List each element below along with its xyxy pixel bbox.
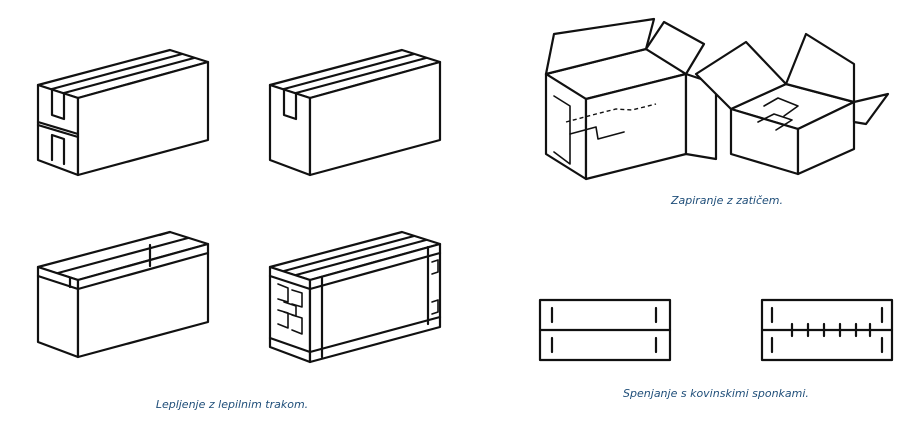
caption-tab: Zapiranje z zatičem. — [670, 194, 784, 207]
box-edge-tape-figure — [36, 230, 210, 359]
open-boxes-tab-figure — [544, 17, 890, 181]
box-h-tape-figure — [36, 48, 210, 177]
box-full-tape-figure — [268, 230, 442, 364]
staples-simple-figure — [538, 298, 672, 362]
caption-staples: Spenjanje s kovinskimi sponkami. — [623, 387, 809, 400]
box-simple-tape-figure — [268, 48, 442, 177]
caption-tape: Lepljenje z lepilnim trakom. — [155, 398, 309, 411]
staples-multiple-figure — [760, 298, 894, 362]
